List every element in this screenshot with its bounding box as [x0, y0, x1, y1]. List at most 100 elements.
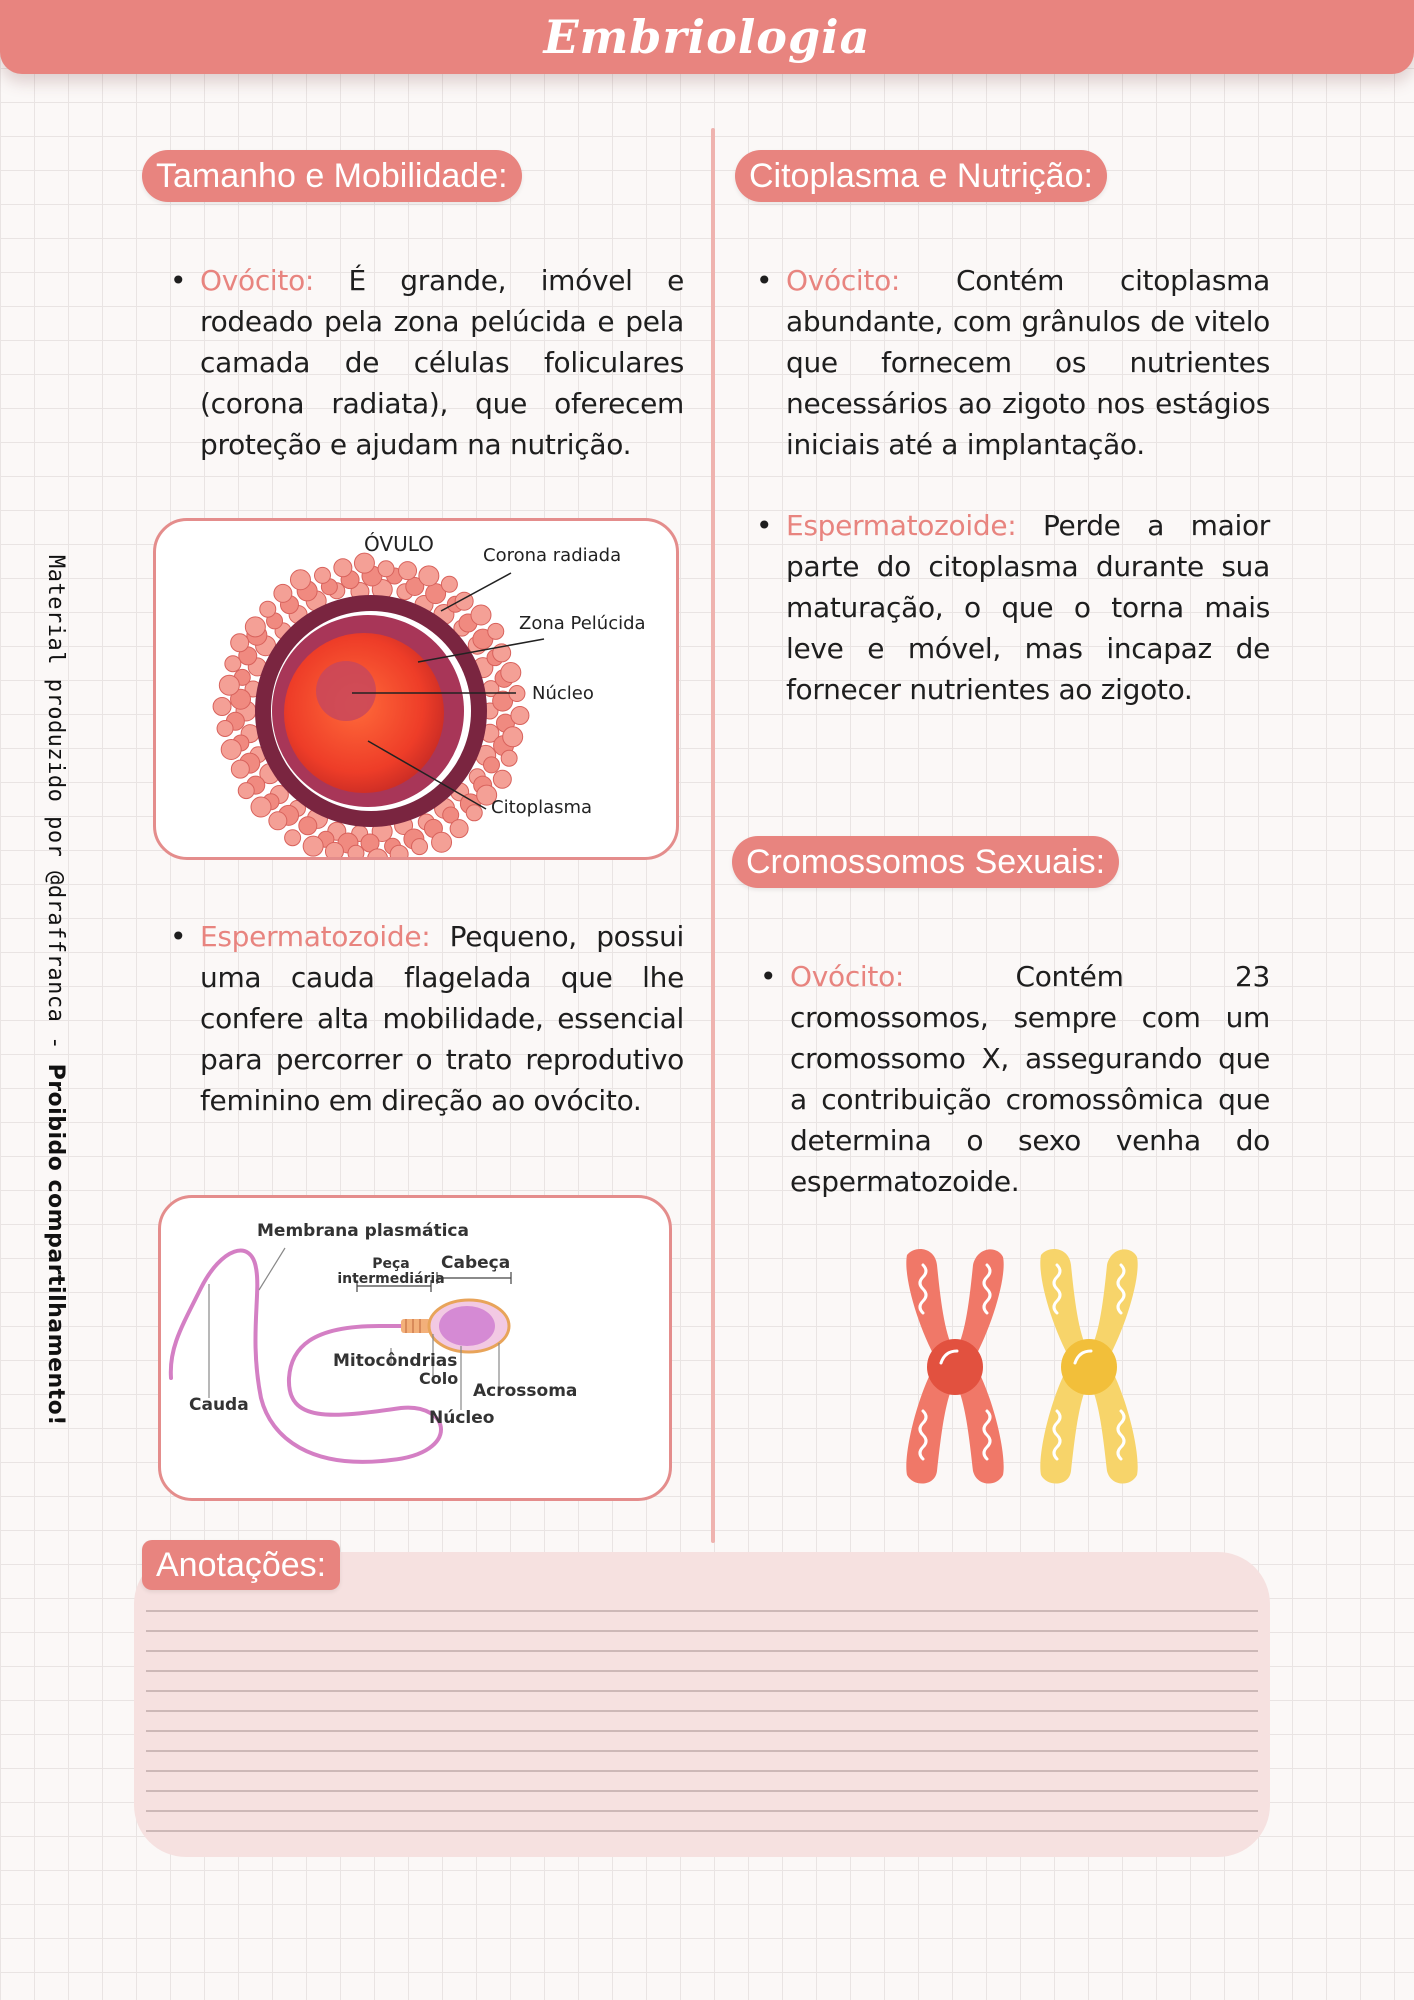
corona-cell — [500, 749, 518, 767]
corona-cell — [230, 688, 252, 710]
corona-cell — [268, 811, 288, 831]
corona-cell — [250, 796, 272, 818]
corona-cell — [440, 575, 458, 593]
side-note-author: Material produzido por @draffranca - — [43, 555, 68, 1064]
bullet-term: Ovócito: — [790, 960, 905, 993]
bullet-text: Pequeno, possui uma cauda flagelada que … — [200, 920, 684, 1117]
label-citoplasma: Citoplasma — [491, 797, 592, 818]
mitochondria-sheath — [401, 1319, 431, 1333]
corona-cell — [289, 569, 311, 591]
notes-line — [146, 1810, 1258, 1812]
bullet-esperma-mobilidade: •Espermatozoide: Pequeno, possui uma cau… — [170, 916, 684, 1121]
label-colo: Colo — [419, 1369, 458, 1388]
corona-cell — [224, 655, 242, 673]
corona-cell — [230, 759, 250, 779]
corona-cell — [353, 552, 375, 574]
pointer-membrana — [258, 1247, 286, 1291]
notes-area[interactable] — [134, 1552, 1270, 1857]
label-corona: Corona radiada — [483, 545, 621, 566]
sperm-diagram-card: Membrana plasmática Peça intermediária C… — [158, 1195, 672, 1501]
corona-cell — [220, 739, 242, 761]
bullet-term: Espermatozoide: — [786, 509, 1017, 542]
corona-cell — [418, 565, 440, 587]
chromosome-x-yellow — [1040, 1249, 1138, 1484]
bullet-term: Ovócito: — [200, 264, 315, 297]
chromosome-illustration — [906, 1249, 1138, 1484]
corona-cell — [216, 719, 234, 737]
notes-line — [146, 1830, 1258, 1832]
corona-cell — [218, 674, 240, 696]
notes-line — [146, 1710, 1258, 1712]
notes-line — [146, 1770, 1258, 1772]
bullet-ovocito-citoplasma: •Ovócito: Contém citoplasma abundante, c… — [756, 260, 1270, 465]
sperm-nucleus-shape — [439, 1306, 495, 1346]
corona-cell — [482, 756, 500, 774]
notes-line — [146, 1650, 1258, 1652]
corona-cell — [230, 633, 250, 653]
label-acrossoma: Acrossoma — [473, 1381, 577, 1401]
side-note-warning: Proibido compartilhamento! — [43, 1063, 68, 1426]
corona-cell — [389, 844, 409, 857]
label-cauda: Cauda — [189, 1395, 249, 1415]
bullet-ovocito-cromossomos: •Ovócito: Contém 23 cromossomos, sempre … — [760, 956, 1270, 1202]
corona-cell — [259, 600, 277, 618]
bullet-dot: • — [170, 920, 187, 953]
label-mitocondrias: Mitocôndrias — [333, 1351, 457, 1371]
chromosome-stripe — [1052, 1409, 1062, 1461]
chromosome-stripe — [918, 1263, 928, 1315]
centromere-red — [927, 1339, 983, 1395]
bullet-dot: • — [760, 960, 777, 993]
corona-cell — [347, 844, 365, 857]
corona-cell — [442, 806, 460, 824]
corona-cell — [284, 829, 302, 847]
page-title: Embriologia — [543, 10, 871, 64]
corona-cell — [237, 782, 255, 800]
bullet-dot: • — [756, 509, 773, 542]
chromosome-stripe — [1052, 1263, 1062, 1315]
chromosome-stripe — [982, 1263, 992, 1315]
notes-line — [146, 1750, 1258, 1752]
corona-cell — [405, 576, 425, 596]
section-title-cromossomos: Cromossomos Sexuais: — [732, 836, 1120, 888]
chromosome-x-red — [906, 1249, 1004, 1484]
corona-cell — [244, 616, 266, 638]
centromere-yellow — [1061, 1339, 1117, 1395]
label-membrana: Membrana plasmática — [257, 1221, 469, 1241]
section-title-citoplasma: Citoplasma e Nutrição: — [735, 150, 1107, 202]
notes-title: Anotações: — [142, 1540, 341, 1590]
corona-cell — [492, 769, 512, 789]
label-nucleo: Núcleo — [532, 683, 594, 704]
bullet-text: É grande, imóvel e rodeado pela zona pel… — [200, 264, 684, 461]
corona-cell — [431, 831, 453, 853]
ovulo-diagram: ÓVULO Corona radiada Zona Pelúcida Núcle… — [212, 532, 646, 857]
section-title-tamanho: Tamanho e Mobilidade: — [142, 150, 522, 202]
bullet-dot: • — [170, 264, 187, 297]
corona-cell — [333, 558, 353, 578]
corona-cell — [500, 661, 522, 683]
corona-cell — [502, 726, 524, 748]
side-note: Material produzido por @draffranca - Pro… — [38, 555, 68, 1426]
corona-cell — [492, 690, 514, 712]
bullet-term: Ovócito: — [786, 264, 901, 297]
page-header: Embriologia — [0, 0, 1414, 74]
ovulo-diagram-card: ÓVULO Corona radiada Zona Pelúcida Núcle… — [153, 518, 679, 860]
corona-cell — [273, 583, 293, 603]
bullet-text: Perde a maior parte do citoplasma durant… — [786, 509, 1270, 706]
label-nucleo-sperm: Núcleo — [429, 1408, 494, 1428]
label-peca: Peça — [372, 1256, 410, 1272]
label-intermediaria: intermediária — [337, 1271, 444, 1287]
corona-cell — [449, 819, 469, 839]
centromere-highlight — [939, 1349, 959, 1365]
pointer-corona — [440, 572, 512, 612]
bullet-text: Contém citoplasma abundante, com grânulo… — [786, 264, 1270, 461]
centromere-highlight — [1073, 1349, 1093, 1365]
corona-cell — [313, 566, 331, 584]
label-cabeca: Cabeça — [441, 1253, 510, 1273]
notes-line — [146, 1630, 1258, 1632]
sperm-diagram: Membrana plasmática Peça intermediária C… — [168, 1221, 577, 1464]
corona-cell — [398, 561, 418, 581]
corona-cell — [377, 560, 395, 578]
chromosome-stripe — [1116, 1263, 1126, 1315]
chromosome-stripe — [982, 1409, 992, 1461]
label-zona: Zona Pelúcida — [519, 613, 646, 634]
